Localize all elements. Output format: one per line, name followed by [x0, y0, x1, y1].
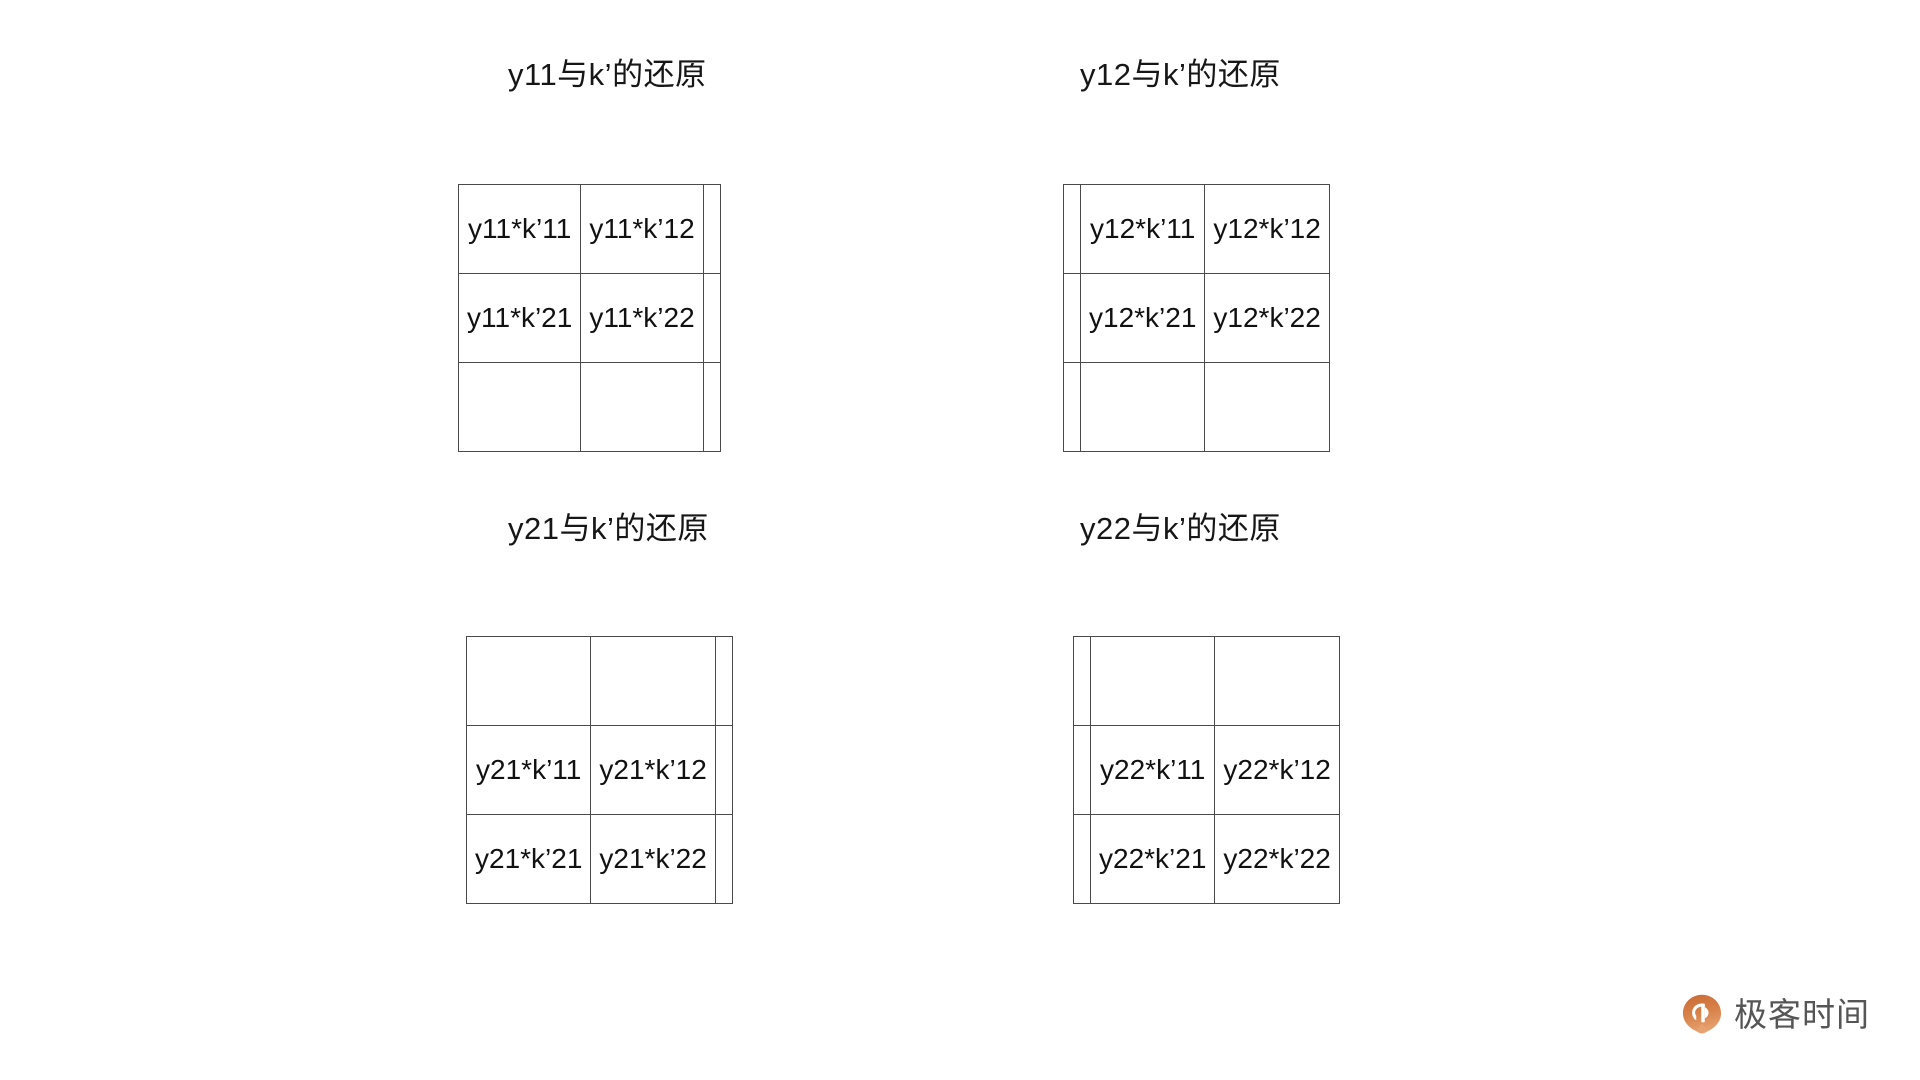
- matrix-cell-r3c1: [457, 362, 582, 452]
- matrix-cell-r1c1: [465, 636, 592, 726]
- matrix-cell-r1c1: [1063, 184, 1081, 274]
- matrix-cell-r1c3: [702, 184, 721, 274]
- table-row: [457, 362, 721, 452]
- table-row: y22*k’21 y22*k’22: [1073, 814, 1340, 904]
- matrix-table-y22: y22*k’11 y22*k’12 y22*k’21 y22*k’22: [1073, 636, 1340, 904]
- matrix-table-y11: y11*k’11 y11*k’12 y11*k’21 y11*k’22: [457, 184, 721, 452]
- matrix-cell-r2c2: y11*k’22: [580, 273, 704, 363]
- matrix-cell-r1c2: [1089, 636, 1216, 726]
- table-row: y22*k’11 y22*k’12: [1073, 725, 1340, 815]
- matrix-cell-r2c1: y11*k’21: [457, 273, 582, 363]
- matrix-table-y21: y21*k’11 y21*k’12 y21*k’21 y21*k’22: [465, 636, 733, 904]
- matrix-cell-r1c2: y11*k’12: [580, 184, 704, 274]
- quadrant-title-y22: y22与k’的还原: [1080, 511, 1281, 546]
- matrix-cell-r2c3: y22*k’12: [1214, 725, 1340, 815]
- geektime-logo-icon: [1682, 994, 1722, 1034]
- table-row: y21*k’11 y21*k’12: [465, 725, 733, 815]
- quadrant-title-y21: y21与k’的还原: [508, 511, 709, 546]
- matrix-cell-r2c1: [1063, 273, 1081, 363]
- table-row: y12*k’21 y12*k’22: [1063, 273, 1330, 363]
- matrix-cell-r2c2: y22*k’11: [1089, 725, 1216, 815]
- matrix-cell-r3c3: [1204, 362, 1330, 452]
- matrix-cell-r1c2: y12*k’11: [1079, 184, 1206, 274]
- matrix-cell-r2c3: y12*k’22: [1204, 273, 1330, 363]
- brand-name: 极客时间: [1734, 995, 1870, 1033]
- table-row: y21*k’21 y21*k’22: [465, 814, 733, 904]
- matrix-cell-r3c2: y22*k’21: [1089, 814, 1216, 904]
- table-row: y12*k’11 y12*k’12: [1063, 184, 1330, 274]
- table-row: [1073, 636, 1340, 726]
- table-row: [465, 636, 733, 726]
- matrix-cell-r2c2: y21*k’12: [590, 725, 716, 815]
- quadrant-title-y12: y12与k’的还原: [1080, 57, 1281, 92]
- brand-watermark: 极客时间: [1680, 992, 1870, 1036]
- table-row: [1063, 362, 1330, 452]
- matrix-cell-r3c2: y21*k’22: [590, 814, 716, 904]
- matrix-table-y12: y12*k’11 y12*k’12 y12*k’21 y12*k’22: [1063, 184, 1330, 452]
- matrix-cell-r3c3: [702, 362, 721, 452]
- table-row: y11*k’21 y11*k’22: [457, 273, 721, 363]
- matrix-cell-r3c3: [714, 814, 733, 904]
- matrix-cell-r2c3: [714, 725, 733, 815]
- matrix-cell-r3c1: [1073, 814, 1091, 904]
- matrix-cell-r1c3: [1214, 636, 1340, 726]
- matrix-cell-r2c1: [1073, 725, 1091, 815]
- matrix-cell-r1c1: [1073, 636, 1091, 726]
- matrix-cell-r3c1: [1063, 362, 1081, 452]
- matrix-cell-r2c1: y21*k’11: [465, 725, 592, 815]
- matrix-cell-r1c2: [590, 636, 716, 726]
- matrix-cell-r2c3: [702, 273, 721, 363]
- quadrant-title-y11: y11与k’的还原: [508, 57, 707, 92]
- matrix-cell-r2c2: y12*k’21: [1079, 273, 1206, 363]
- matrix-cell-r3c1: y21*k’21: [465, 814, 592, 904]
- matrix-cell-r3c3: y22*k’22: [1214, 814, 1340, 904]
- table-row: y11*k’11 y11*k’12: [457, 184, 721, 274]
- matrix-cell-r1c3: y12*k’12: [1204, 184, 1330, 274]
- matrix-cell-r1c1: y11*k’11: [457, 184, 582, 274]
- matrix-cell-r3c2: [1079, 362, 1206, 452]
- matrix-cell-r3c2: [580, 362, 704, 452]
- matrix-cell-r1c3: [714, 636, 733, 726]
